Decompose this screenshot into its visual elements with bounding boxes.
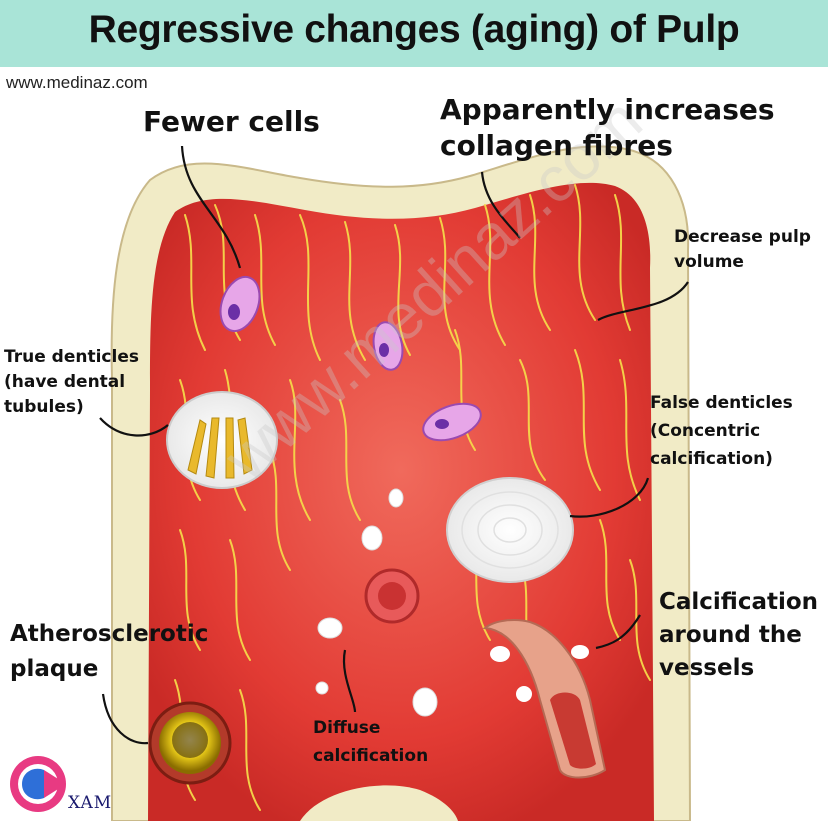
label-diffuse-line1: Diffuse	[313, 718, 381, 738]
label-pulp-volume-line2: volume	[674, 252, 744, 272]
label-vessels-line2: around the	[659, 622, 802, 648]
calcified-vessel	[482, 619, 607, 779]
label-vessels-line3: vessels	[659, 655, 755, 681]
exam-logo-icon	[10, 756, 66, 812]
label-athero-line2: plaque	[10, 656, 99, 682]
website-url: www.medinaz.com	[6, 73, 148, 92]
pointer-lines	[99, 145, 689, 745]
vessel-cross-section	[364, 568, 420, 624]
logo-text: XAM	[68, 793, 113, 813]
label-pulp-volume-line1: Decrease pulp	[674, 227, 811, 247]
label-true-denticles-line2: (have dental	[4, 372, 126, 392]
pulp-cell	[372, 321, 404, 371]
label-collagen-line1: Apparently increases	[440, 93, 775, 126]
label-vessels-line1: Calcification	[659, 589, 819, 615]
true-denticle	[166, 391, 278, 489]
label-true-denticles-line3: tubules)	[4, 397, 84, 417]
label-false-denticles-line3: calcification)	[650, 449, 773, 469]
title-bar	[0, 0, 828, 67]
label-athero-line1: Atherosclerotic	[10, 621, 209, 647]
false-denticle	[446, 477, 574, 583]
diffuse-calcification	[315, 488, 438, 717]
label-false-denticles-line1: False denticles	[650, 393, 793, 413]
root-canal-opening	[300, 785, 458, 821]
label-collagen-line2: collagen fibres	[440, 129, 673, 162]
label-true-denticles-line1: True denticles	[4, 347, 139, 367]
label-fewer-cells: Fewer cells	[143, 105, 320, 138]
page-title: Regressive changes (aging) of Pulp	[88, 8, 740, 51]
pulp-cell	[219, 275, 261, 333]
label-diffuse-line2: calcification	[313, 746, 429, 766]
label-false-denticles-line2: (Concentric	[650, 421, 761, 441]
atherosclerotic-plaque	[148, 701, 232, 785]
pulp-cell	[422, 402, 482, 442]
